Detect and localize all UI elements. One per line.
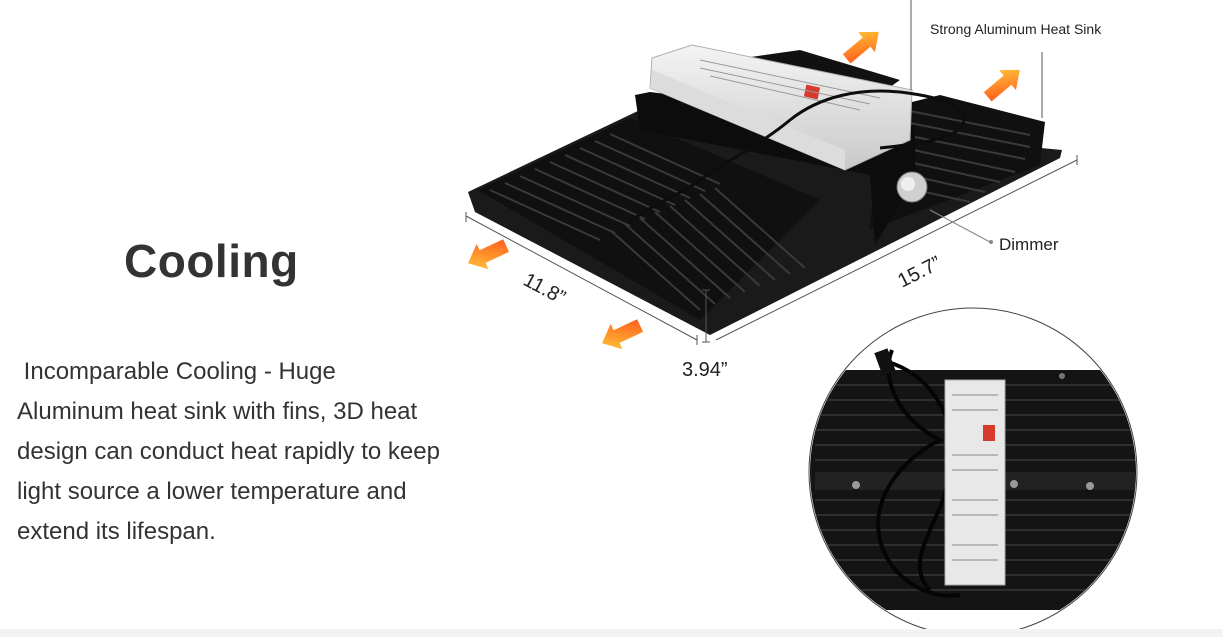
section-heading: Cooling (124, 235, 299, 287)
back-view-inset (808, 307, 1138, 637)
dimmer-knob (896, 171, 928, 203)
section-description: Incomparable Cooling - Huge Aluminum hea… (17, 358, 447, 545)
heat-arrow-bottom-left (602, 319, 644, 350)
heat-arrow-top-left (842, 31, 879, 64)
dimension-height: 3.94” (682, 359, 728, 381)
footer-strip (0, 629, 1223, 637)
heat-arrow-left (468, 239, 510, 270)
heat-sink-fins-left (478, 118, 820, 320)
heat-arrow-top-right (983, 69, 1020, 102)
callout-heat-sink: Strong Aluminum Heat Sink (930, 21, 1102, 37)
heat-flow-arrows (468, 31, 1020, 350)
dimension-lines (465, 0, 1078, 345)
dimension-length: 15.7” (894, 252, 945, 292)
led-driver-box (649, 44, 913, 171)
callout-dimmer: Dimmer (999, 235, 1059, 254)
dimension-width: 11.8” (520, 269, 569, 309)
heat-sink-unit (468, 44, 1062, 335)
power-cord (629, 89, 966, 224)
